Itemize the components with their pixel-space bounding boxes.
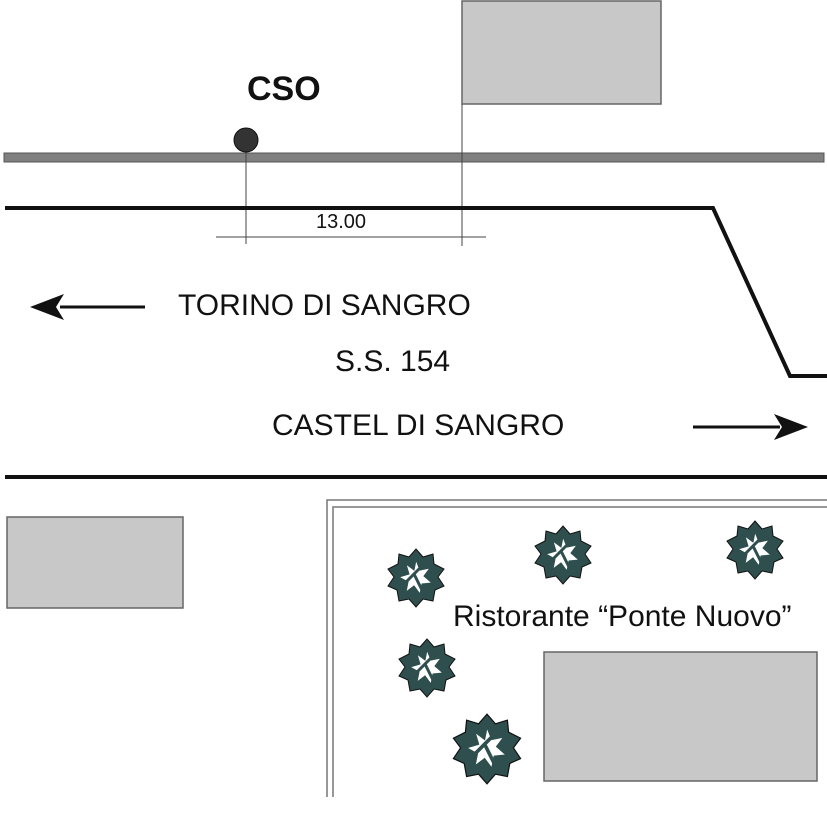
- road-name-label: S.S. 154: [335, 345, 451, 378]
- distance-label: 13.00: [316, 211, 367, 233]
- property-boundary-outer: [326, 499, 827, 797]
- building-restaurant: [543, 651, 818, 782]
- tree-icon: [533, 524, 593, 586]
- road-edge-top: [5, 206, 827, 378]
- tree-icon: [451, 712, 523, 786]
- tree-icon: [725, 519, 785, 581]
- tree-icon: [386, 547, 446, 609]
- restaurant-name-label: Ristorante “Ponte Nuovo”: [453, 600, 792, 633]
- building-top: [461, 0, 662, 105]
- left-arrow-icon: [30, 294, 145, 320]
- tree-icon: [397, 637, 457, 699]
- direction-label-south: CASTEL DI SANGRO: [272, 409, 565, 442]
- station-label: CSO: [247, 70, 321, 108]
- building-left: [6, 516, 184, 609]
- direction-label-north: TORINO DI SANGRO: [178, 289, 471, 322]
- station-marker-icon: [233, 127, 259, 153]
- right-arrow-icon: [693, 414, 808, 440]
- rail-strip: [3, 152, 825, 163]
- property-boundary-inner: [332, 506, 827, 797]
